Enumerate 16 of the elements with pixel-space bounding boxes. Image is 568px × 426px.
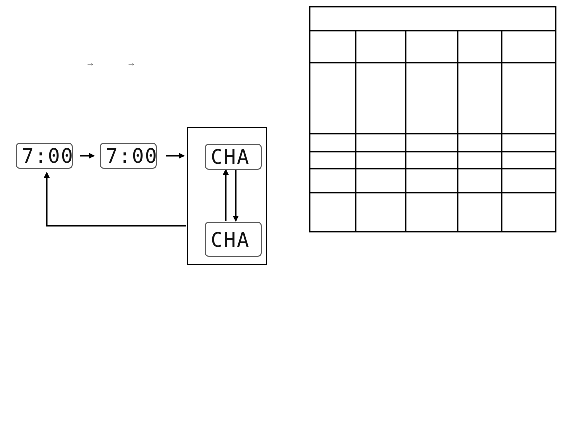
inline-arrow-symbol: → (127, 58, 136, 68)
arrow (44, 172, 186, 227)
lcd-display (100, 143, 157, 169)
container-box (187, 127, 267, 265)
lcd-display (205, 222, 262, 257)
arrow (233, 170, 239, 222)
lcd-display (16, 143, 73, 169)
lcd-display (205, 144, 262, 170)
arrow (80, 153, 95, 159)
inline-arrow-symbol: → (86, 58, 95, 68)
display-readout: CHA (211, 145, 250, 169)
display-readout: CHA (211, 228, 250, 252)
arrow (223, 169, 229, 221)
display-readout: 7:00 (106, 144, 158, 168)
arrow (166, 153, 185, 159)
display-readout: 7:00 (22, 144, 74, 168)
